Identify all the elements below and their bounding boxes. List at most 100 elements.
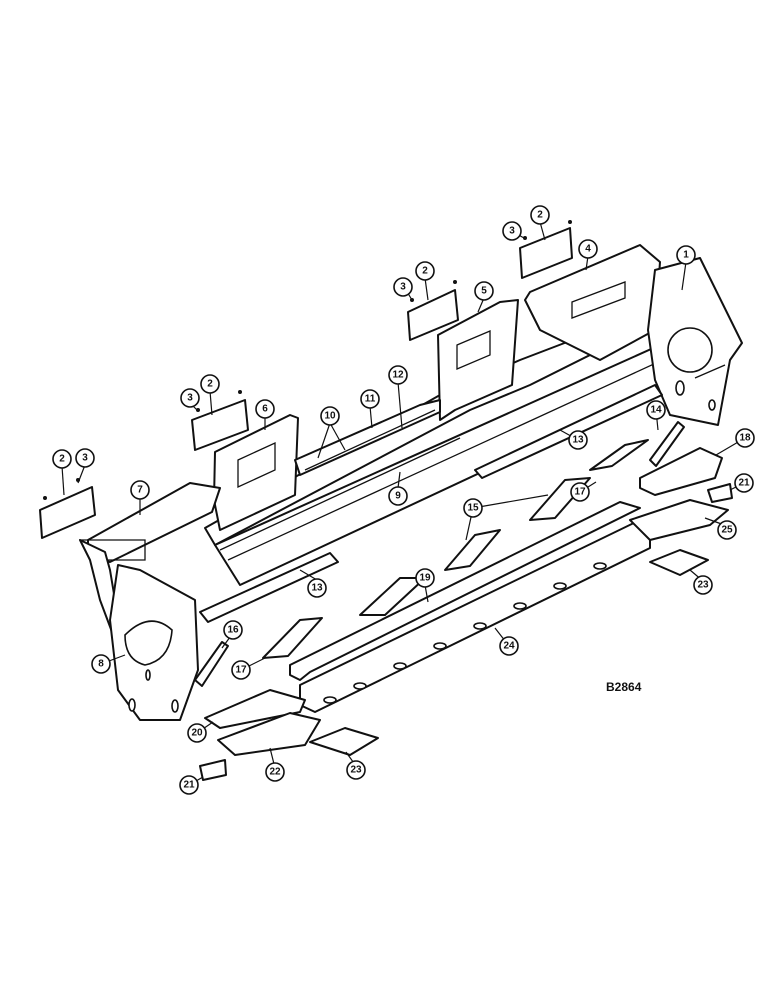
callout-label: 5 bbox=[481, 286, 487, 297]
callout-circle bbox=[320, 406, 340, 426]
callout-label: 13 bbox=[311, 583, 323, 594]
callout-circle bbox=[255, 399, 275, 419]
callout-23: 23 bbox=[693, 575, 713, 595]
callout-circle bbox=[231, 660, 251, 680]
callout-label: 15 bbox=[467, 503, 479, 514]
callout-label: 2 bbox=[537, 210, 543, 221]
callout-circle bbox=[734, 473, 754, 493]
cover-part-2-b bbox=[407, 289, 459, 341]
callout-circle bbox=[52, 449, 72, 469]
wall-panel-part-5 bbox=[437, 299, 519, 421]
callout-label: 25 bbox=[721, 525, 733, 536]
callout-label: 23 bbox=[697, 580, 709, 591]
callout-4: 4 bbox=[578, 239, 598, 259]
callout-label: 1 bbox=[683, 250, 689, 261]
callout-6: 6 bbox=[255, 399, 275, 419]
cover-part-2-a bbox=[519, 227, 573, 279]
callout-label: 2 bbox=[422, 266, 428, 277]
callout-circle bbox=[360, 389, 380, 409]
angle-part-21-rear bbox=[707, 483, 733, 503]
callout-25: 25 bbox=[717, 520, 737, 540]
callout-3: 3 bbox=[180, 388, 200, 408]
callout-circle bbox=[568, 430, 588, 450]
plate-part-23-front bbox=[309, 727, 379, 756]
callout-label: 21 bbox=[738, 478, 750, 489]
callout-3: 3 bbox=[393, 277, 413, 297]
callout-3: 3 bbox=[75, 448, 95, 468]
callout-2: 2 bbox=[52, 449, 72, 469]
callout-circle bbox=[717, 520, 737, 540]
callout-circle bbox=[463, 498, 483, 518]
callout-label: 21 bbox=[183, 780, 195, 791]
leader-lines bbox=[61, 221, 746, 786]
corner-plate-part-18 bbox=[639, 447, 723, 496]
callout-circle bbox=[180, 388, 200, 408]
callout-label: 9 bbox=[395, 491, 401, 502]
callout-label: 23 bbox=[350, 765, 362, 776]
callout-21: 21 bbox=[734, 473, 754, 493]
plate-part-17-right bbox=[589, 439, 649, 471]
callout-circle bbox=[693, 575, 713, 595]
callout-label: 2 bbox=[207, 379, 213, 390]
callout-label: 12 bbox=[392, 370, 404, 381]
cover-part-2-c bbox=[191, 399, 249, 451]
callout-19: 19 bbox=[415, 568, 435, 588]
angle-part-21-front bbox=[199, 759, 227, 781]
angle-strip-part-13-rear bbox=[474, 384, 663, 479]
callout-circle bbox=[307, 578, 327, 598]
callout-11: 11 bbox=[360, 389, 380, 409]
callout-12: 12 bbox=[388, 365, 408, 385]
callout-17: 17 bbox=[570, 482, 590, 502]
callout-label: 10 bbox=[324, 411, 336, 422]
callout-circle bbox=[415, 261, 435, 281]
callout-circle bbox=[223, 620, 243, 640]
callout-circle bbox=[735, 428, 755, 448]
plate-part-17-left bbox=[262, 617, 323, 659]
callout-circle bbox=[265, 762, 285, 782]
wear-plate-part-15-b bbox=[444, 529, 501, 571]
callout-2: 2 bbox=[415, 261, 435, 281]
callout-label: 24 bbox=[503, 641, 515, 652]
callout-circle bbox=[200, 374, 220, 394]
callout-label: 18 bbox=[739, 433, 751, 444]
callout-7: 7 bbox=[130, 480, 150, 500]
callout-circle bbox=[530, 205, 550, 225]
floor-pan-part-9 bbox=[204, 317, 701, 586]
callout-label: 17 bbox=[574, 487, 586, 498]
callout-24: 24 bbox=[499, 636, 519, 656]
plate-part-22 bbox=[217, 712, 321, 756]
callout-label: 22 bbox=[269, 767, 281, 778]
callout-circle bbox=[187, 723, 207, 743]
callout-8: 8 bbox=[91, 654, 111, 674]
callout-3: 3 bbox=[502, 221, 522, 241]
callout-circle bbox=[393, 277, 413, 297]
plate-part-20 bbox=[204, 689, 306, 729]
callout-label: 17 bbox=[235, 665, 247, 676]
callout-label: 20 bbox=[191, 728, 203, 739]
plate-part-25 bbox=[629, 499, 729, 541]
callout-21: 21 bbox=[179, 775, 199, 795]
callout-circle bbox=[346, 760, 366, 780]
callout-22: 22 bbox=[265, 762, 285, 782]
end-panel-part-1 bbox=[647, 257, 743, 426]
callout-23: 23 bbox=[346, 760, 366, 780]
bracket-part-16 bbox=[194, 641, 229, 687]
callout-circle bbox=[570, 482, 590, 502]
callout-label: 14 bbox=[650, 405, 662, 416]
bracket-part-14 bbox=[649, 421, 685, 467]
callout-circle bbox=[676, 245, 696, 265]
callout-label: 3 bbox=[400, 282, 406, 293]
callout-label: 16 bbox=[227, 625, 239, 636]
callout-circle bbox=[388, 486, 408, 506]
callout-13: 13 bbox=[568, 430, 588, 450]
callout-15: 15 bbox=[463, 498, 483, 518]
callout-circle bbox=[474, 281, 494, 301]
callout-circle bbox=[388, 365, 408, 385]
diagram-code: B2864 bbox=[606, 680, 642, 694]
callout-label: 4 bbox=[585, 244, 591, 255]
callout-circle bbox=[646, 400, 666, 420]
top-panel-part-4 bbox=[524, 244, 661, 361]
callout-label: 8 bbox=[98, 659, 104, 670]
